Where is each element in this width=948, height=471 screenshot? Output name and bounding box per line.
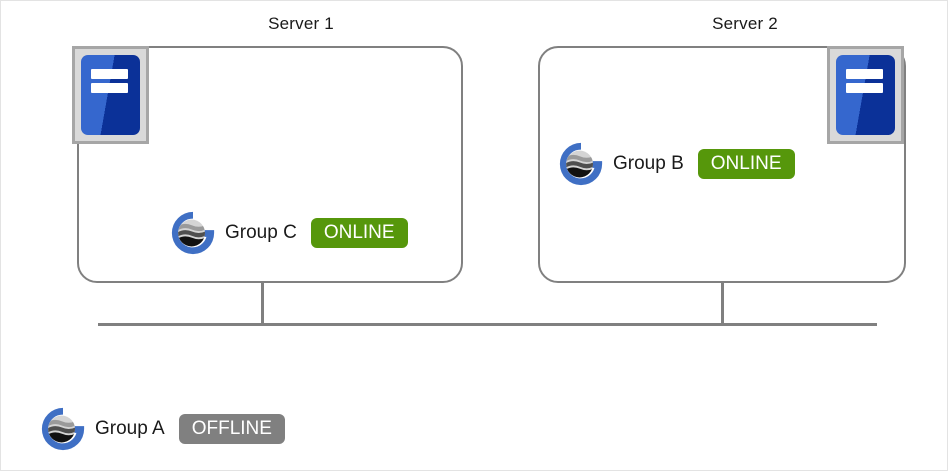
server-chassis [836,55,895,135]
status-badge: OFFLINE [178,413,285,445]
group-row-server-2[interactable]: Group B ONLINE [557,140,795,188]
status-badge: ONLINE [697,148,795,180]
group-name-label: Group A [95,418,165,439]
server-2-title: Server 2 [712,14,778,33]
server-1-title: Server 1 [268,14,334,33]
status-badge: ONLINE [310,217,408,249]
shared-bus-line [98,323,877,326]
server-rack-icon [72,46,149,144]
server-bay-slot [846,68,883,79]
group-globe-g-logo-icon [41,407,85,451]
group-name-label: Group C [225,222,297,243]
server-2-connector-line [721,281,724,325]
server-rack-icon [827,46,904,144]
group-globe-g-logo-icon [171,211,215,255]
group-row-server-1[interactable]: Group C ONLINE [169,209,408,257]
server-chassis [81,55,140,135]
server-bay-slot [91,68,128,79]
server-bay-slot [846,83,883,93]
server-1-connector-line [261,281,264,325]
group-row-standalone[interactable]: Group A OFFLINE [39,405,285,453]
server-bay-slot [91,83,128,93]
group-name-label: Group B [613,153,684,174]
group-globe-g-logo-icon [559,142,603,186]
